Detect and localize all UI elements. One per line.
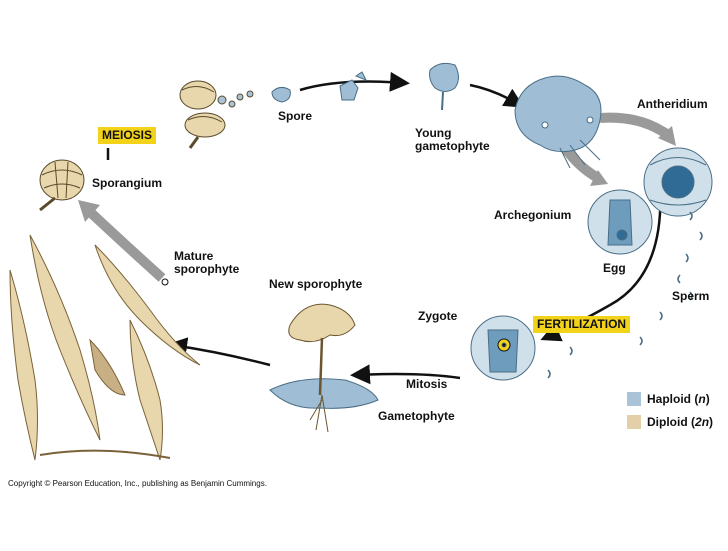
arrow-spore-to-gametophyte (299, 71, 410, 92)
legend-diploid: Diploid (2n) (627, 415, 713, 429)
sporangium-label: Sporangium (92, 176, 163, 190)
zygote-label: Zygote (418, 309, 458, 323)
sperm-label: Sperm (672, 289, 710, 303)
spore-label: Spore (278, 109, 313, 123)
spores (271, 71, 368, 103)
mature-gametophyte (514, 75, 602, 169)
haploid-swatch (627, 392, 641, 406)
meiosis-label: MEIOSIS (98, 127, 157, 144)
young-gametophyte (429, 62, 459, 111)
antheridium-drawing (643, 147, 713, 217)
sperm-cells (547, 211, 703, 379)
fertilization-label: FERTILIZATION (533, 316, 631, 333)
egg-label: Egg (603, 261, 626, 275)
zygote-drawing (470, 315, 536, 381)
diploid-swatch (627, 415, 641, 429)
copyright-notice: Copyright © Pearson Education, Inc., pub… (8, 479, 267, 488)
grey-arrow-mature-to-sporangium (84, 206, 166, 282)
legend-haploid: Haploid (n) (627, 392, 710, 406)
mature-sporophyte-label: Mature sporophyte (174, 249, 240, 276)
arrow-new-to-mature-sporophyte (167, 337, 271, 367)
diploid-legend-text: Diploid (2n) (647, 415, 714, 429)
haploid-legend-text: Haploid (n) (647, 392, 710, 406)
sporangium-closed (39, 159, 85, 212)
archegonium-drawing (587, 189, 653, 255)
arrow-young-to-mature-gametophyte (469, 83, 525, 108)
new-sporophyte-label: New sporophyte (269, 277, 363, 291)
grey-arrow-to-antheridium (599, 112, 671, 140)
young-gametophyte-label: Young gametophyte (415, 126, 490, 153)
sporangium-opening (179, 80, 254, 149)
new-sporophyte-drawing (269, 303, 379, 433)
arrow-zygote-to-new-sporophyte (350, 364, 461, 385)
mature-sporophyte-pointer (161, 278, 169, 286)
antheridium-label: Antheridium (637, 97, 708, 111)
mitosis-label: Mitosis (406, 377, 448, 391)
mature-sporophyte-drawing (9, 234, 201, 461)
gametophyte-label: Gametophyte (378, 409, 455, 423)
archegonium-label: Archegonium (494, 208, 572, 222)
